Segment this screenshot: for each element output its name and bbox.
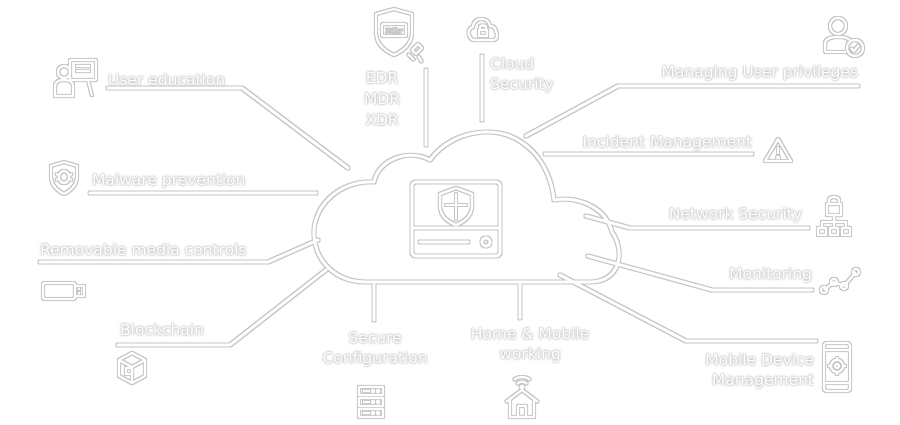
bug-shield-icon [48, 160, 80, 196]
label-home-mobile-working: Home & Mobile working [470, 325, 590, 363]
user-presentation-icon [52, 56, 100, 102]
central-drive-led [480, 236, 492, 248]
network-lock-icon [816, 194, 852, 238]
central-drive-body [410, 180, 502, 258]
connector-monitoring [586, 254, 814, 292]
user-check-icon [822, 14, 866, 60]
label-managing-user-privileges: Managing User privileges [661, 63, 858, 81]
label-mobile-device-management: Mobile Device Management [705, 351, 814, 389]
label-malware-prevention: Malware prevention [92, 171, 246, 189]
server-rack-icon [356, 384, 386, 422]
cloud-lock-icon [466, 16, 500, 44]
connector-mobile-device [558, 273, 818, 343]
label-secure-configuration: Secure Configuration [322, 329, 428, 367]
label-removable-media-controls: Removable media controls [40, 241, 247, 259]
warning-triangle-icon [762, 136, 794, 164]
shield-badge-icon: 24hr [372, 6, 426, 66]
home-wifi-icon [502, 372, 542, 420]
shield-badge-text: 24hr [386, 28, 402, 36]
connector-network-security [584, 214, 810, 230]
mobile-settings-icon [820, 340, 854, 394]
connector-user-privileges [524, 84, 860, 138]
label-cloud-security: Cloud Security [490, 55, 554, 93]
connector-user-education [106, 86, 350, 170]
usb-drive-icon [40, 280, 88, 302]
label-network-security: Network Security [668, 205, 802, 223]
label-incident-management: Incident Management [582, 133, 752, 151]
connector-blockchain [116, 268, 328, 347]
central-shield [438, 186, 474, 227]
connector-removable-media [38, 238, 320, 264]
activity-graph-icon [818, 262, 864, 298]
label-edr-mdr-xdr: EDR MDR XDR [363, 69, 401, 129]
label-user-education: User education [108, 71, 226, 89]
label-blockchain: Blockchain [120, 321, 204, 339]
central-cloud [312, 130, 621, 284]
blockchain-cube-icon [116, 350, 148, 386]
label-monitoring: Monitoring [729, 265, 812, 283]
